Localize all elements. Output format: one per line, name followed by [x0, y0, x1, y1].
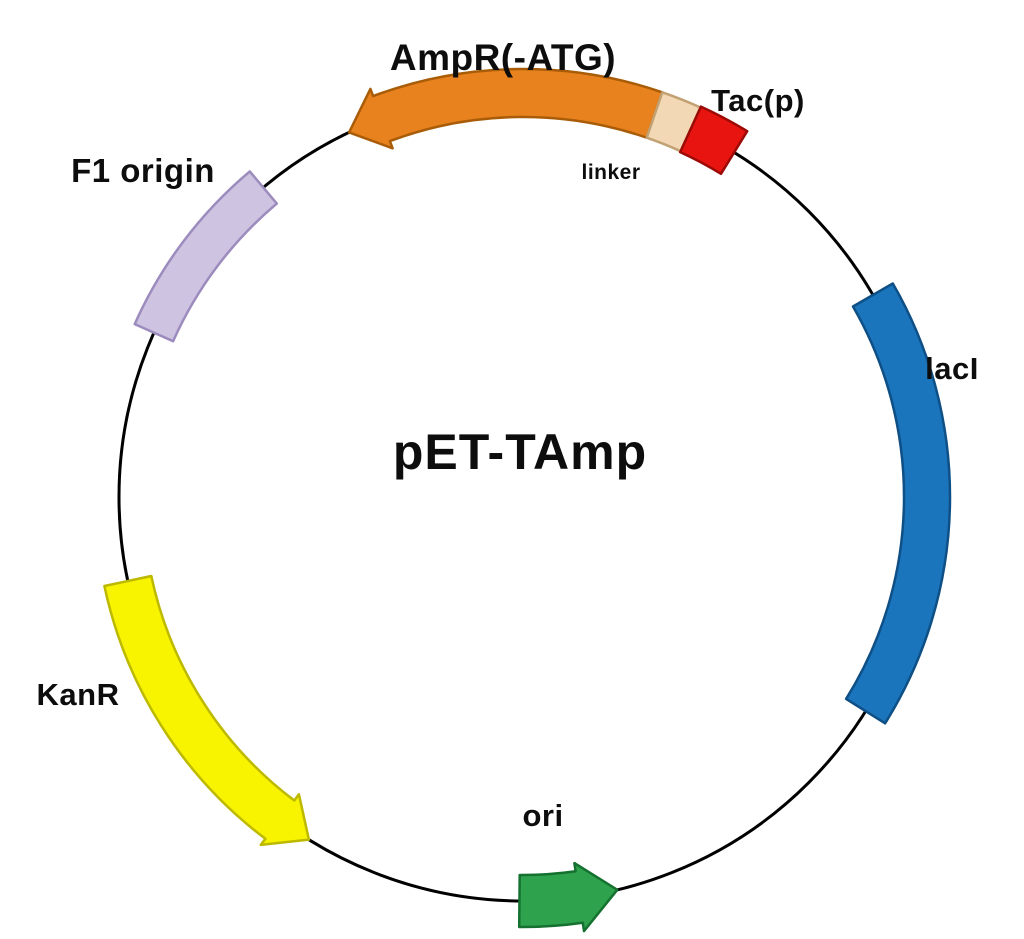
feature-arc-laci	[844, 282, 952, 725]
label-ampr-gene: AmpR(-ATG)	[389, 37, 617, 78]
label-f1-origin: F1 origin	[71, 152, 215, 189]
feature-arcs	[103, 67, 952, 933]
feature-arc-ori	[517, 861, 619, 933]
feature-arc-tacp	[678, 105, 749, 176]
label-tac-promoter: Tac(p)	[711, 83, 805, 118]
label-kanr-gene: KanR	[36, 677, 120, 712]
label-ori: ori	[522, 798, 564, 833]
feature-arc-ampr	[347, 67, 664, 150]
plasmid-title: pET-TAmp	[392, 424, 648, 480]
feature-arc-f1origin	[133, 170, 279, 343]
label-laci-gene: lacI	[925, 351, 979, 386]
feature-arc-kanr	[103, 574, 311, 847]
label-linker: linker	[581, 161, 641, 184]
